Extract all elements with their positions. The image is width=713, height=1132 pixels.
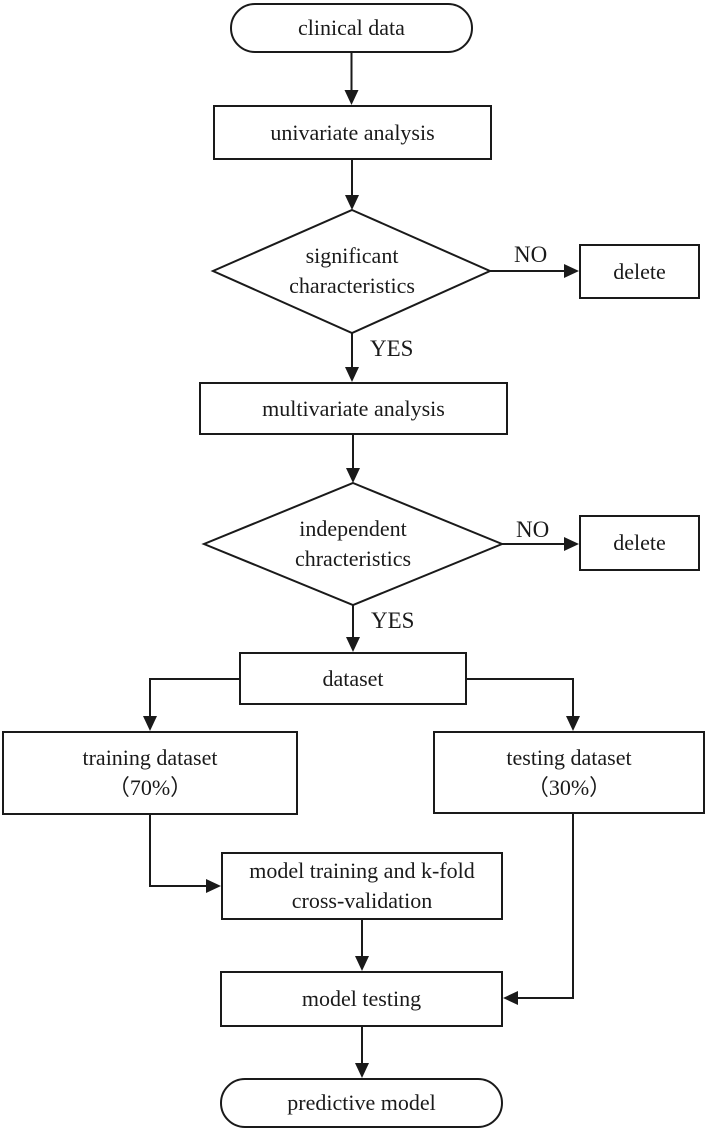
connector-dataset-to-training: [143, 678, 239, 731]
node-delete-1: delete: [579, 244, 700, 299]
node-multivariate-analysis: multivariate analysis: [199, 382, 508, 435]
node-delete-1-label: delete: [613, 258, 666, 284]
node-training-dataset-line1: training dataset: [82, 745, 218, 770]
connector-training-to-model-training: [149, 815, 221, 893]
connector-dataset-to-testing: [467, 678, 580, 731]
node-model-training: model training and k-fold cross-validati…: [221, 852, 503, 920]
decision1-line1: significant: [305, 243, 399, 268]
node-significant-characteristics-label: significant characteristics: [252, 241, 452, 301]
node-multivariate-analysis-label: multivariate analysis: [262, 395, 445, 421]
connector-clinical-to-univariate: [344, 53, 359, 105]
connector-diamond2-no-to-delete2: [502, 537, 579, 551]
node-predictive-model: predictive model: [220, 1078, 503, 1128]
connector-diamond2-yes-to-dataset: [346, 605, 360, 652]
connector-multivariate-to-diamond2: [346, 435, 360, 483]
node-model-training-line2: cross-validation: [291, 888, 433, 913]
node-predictive-model-label: predictive model: [287, 1090, 436, 1115]
node-testing-dataset-line2: （30%）: [526, 774, 612, 800]
node-clinical-data-label: clinical data: [298, 15, 405, 40]
node-independent-characteristics-label: independent chracteristics: [253, 514, 453, 574]
edge-label-yes-2: YES: [371, 608, 415, 633]
edge-label-no-1: NO: [514, 242, 548, 267]
node-univariate-analysis: univariate analysis: [213, 105, 492, 160]
decision2-line2: chracteristics: [294, 546, 412, 571]
node-univariate-analysis-label: univariate analysis: [270, 119, 435, 145]
connector-testing-to-model-testing: [503, 814, 574, 1005]
node-model-testing: model testing: [220, 971, 503, 1027]
node-dataset: dataset: [239, 652, 467, 705]
node-delete-2-label: delete: [613, 530, 666, 555]
node-training-dataset: training dataset （70%）: [2, 731, 298, 815]
connector-diamond1-no-to-delete1: [490, 264, 579, 278]
node-dataset-label: dataset: [322, 665, 384, 691]
connector-diamond1-yes-to-multivariate: [345, 333, 359, 382]
connector-univariate-to-diamond1: [345, 160, 359, 210]
decision1-line2: characteristics: [289, 273, 415, 298]
connector-model-training-to-model-testing: [355, 920, 369, 971]
node-model-testing-label: model testing: [301, 986, 422, 1011]
connector-model-testing-to-predictive: [355, 1027, 369, 1078]
node-testing-dataset: testing dataset （30%）: [433, 731, 705, 814]
edge-label-yes-1: YES: [370, 336, 414, 361]
node-delete-2: delete: [579, 515, 700, 571]
edge-label-no-2: NO: [516, 517, 550, 542]
decision2-line1: independent: [299, 516, 407, 541]
node-training-dataset-line2: （70%）: [107, 775, 193, 800]
node-model-training-line1: model training and k-fold: [249, 858, 475, 883]
node-clinical-data: clinical data: [230, 3, 473, 53]
node-testing-dataset-line1: testing dataset: [506, 744, 632, 770]
